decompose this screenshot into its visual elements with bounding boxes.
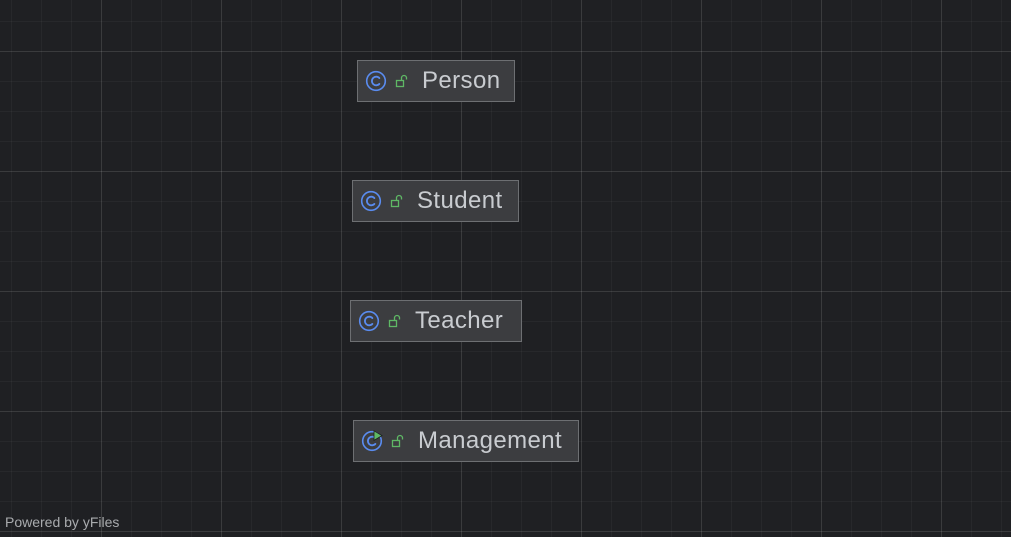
class-node-teacher[interactable]: Teacher: [350, 300, 522, 342]
class-name: Student: [417, 187, 503, 214]
class-name: Person: [422, 67, 501, 94]
public-unlock-icon: [395, 74, 408, 88]
powered-by-watermark: Powered by yFiles: [5, 514, 120, 530]
class-icon: [365, 70, 387, 92]
runnable-class-icon: [361, 430, 383, 452]
class-node-person[interactable]: Person: [357, 60, 515, 102]
public-unlock-icon: [388, 314, 401, 328]
class-node-management[interactable]: Management: [353, 420, 579, 462]
public-unlock-icon: [390, 194, 403, 208]
class-icon: [358, 310, 380, 332]
class-icon: [360, 190, 382, 212]
class-name: Management: [418, 427, 563, 454]
class-node-student[interactable]: Student: [352, 180, 519, 222]
public-unlock-icon: [391, 434, 404, 448]
class-name: Teacher: [415, 307, 504, 334]
